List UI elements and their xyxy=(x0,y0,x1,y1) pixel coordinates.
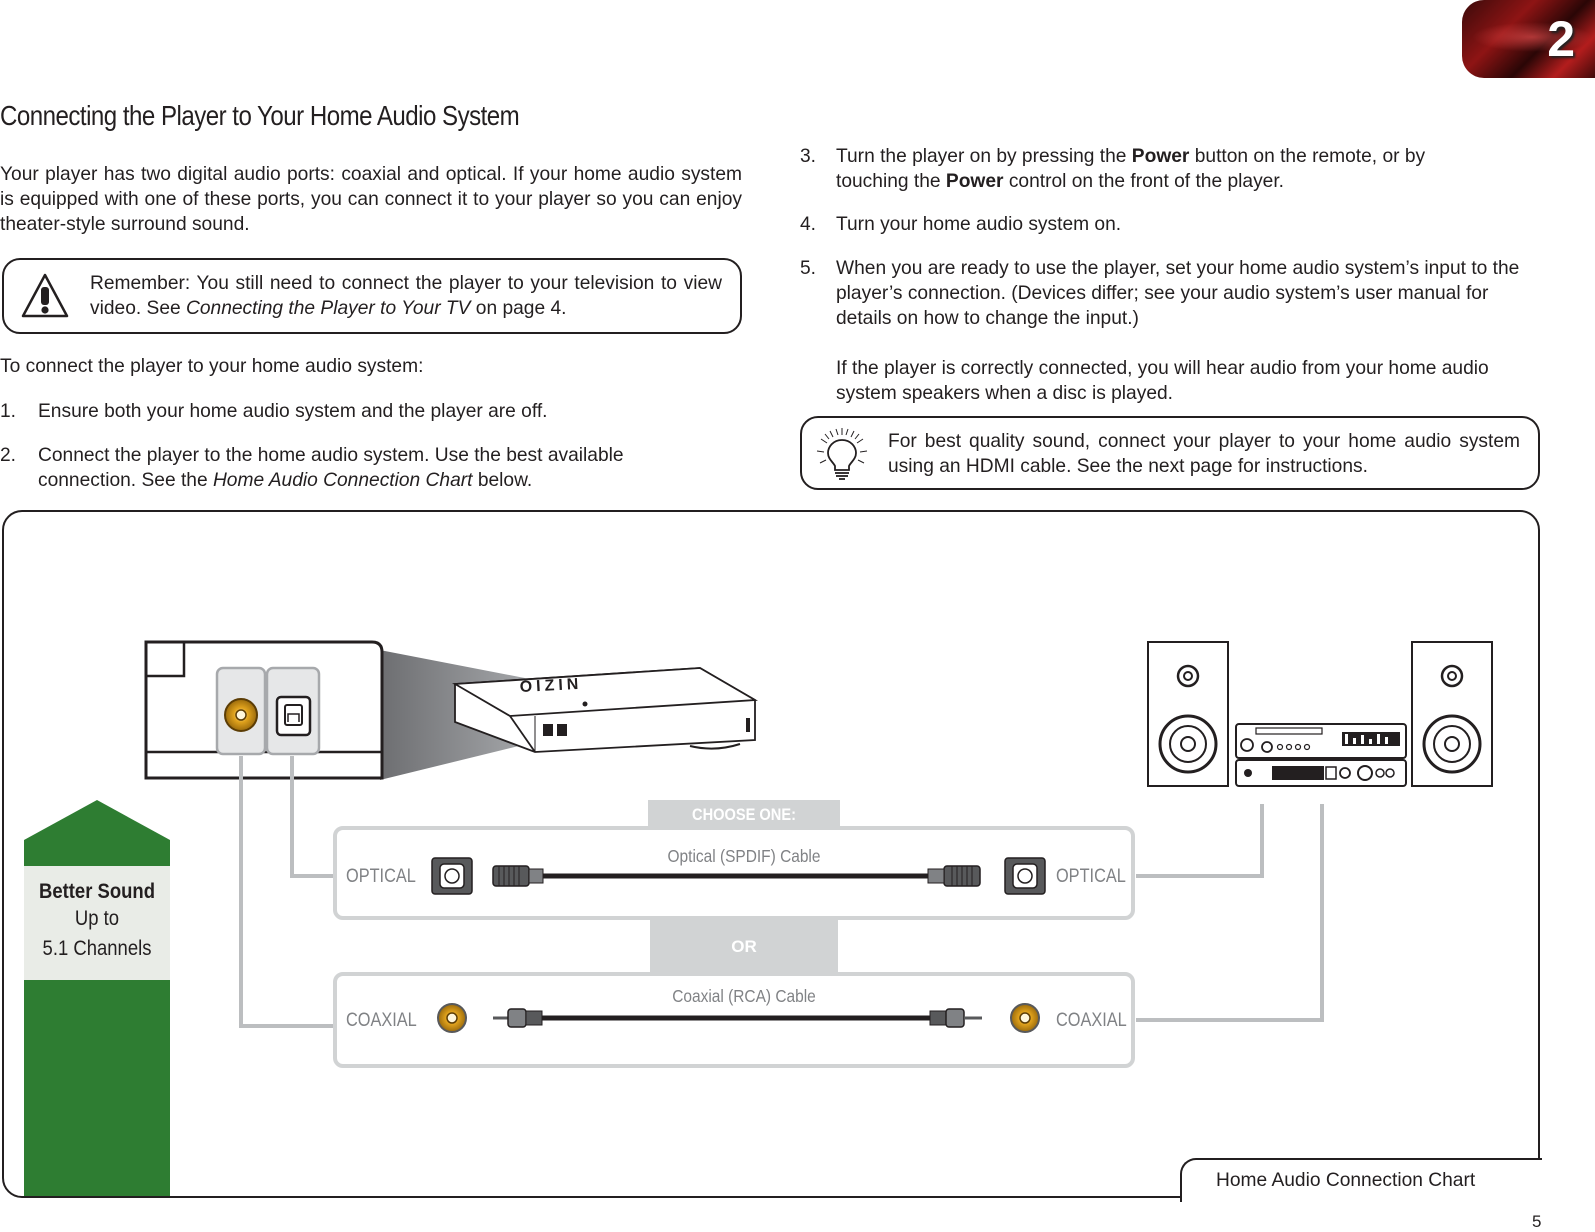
step-number: 4. xyxy=(800,214,817,235)
remember-note-text: Remember: You still need to connect the … xyxy=(90,271,722,321)
remember-link-text: Connecting the Player to Your TV xyxy=(186,298,471,319)
step-2-emphasis: Home Audio Connection Chart xyxy=(212,470,473,491)
page-title: Connecting the Player to Your Home Audio… xyxy=(0,100,520,131)
step-5-followup: If the player is correctly connected, yo… xyxy=(836,358,1489,404)
remember-text-after: on page 4. xyxy=(470,298,567,319)
step-1: 1. Ensure both your home audio system an… xyxy=(0,399,742,424)
rating-line-3: 5.1 Channels xyxy=(42,937,152,960)
step-text: When you are ready to use the player, se… xyxy=(836,258,1520,329)
connection-chart-frame xyxy=(2,510,1540,1198)
step-3-text-a: Turn the player on by pressing the xyxy=(836,146,1132,167)
step-3-text-b: button on the remote, or by touching the xyxy=(836,146,1426,192)
step-5: 5. When you are ready to use the player,… xyxy=(800,256,1540,406)
chart-caption-tab: Home Audio Connection Chart xyxy=(1180,1158,1542,1202)
better-sound-rating: Better Sound Up to 5.1 Channels xyxy=(24,866,170,980)
steps-lead-in: To connect the player to your home audio… xyxy=(0,356,424,377)
step-3-bold-b: Power xyxy=(945,171,1004,192)
tip-note-text: For best quality sound, connect your pla… xyxy=(888,431,1520,477)
step-text: Turn your home audio system on. xyxy=(836,214,1122,235)
tip-note: For best quality sound, connect your pla… xyxy=(800,416,1540,490)
step-3: 3. Turn the player on by pressing the Po… xyxy=(800,144,1540,194)
step-text: Ensure both your home audio system and t… xyxy=(38,401,548,422)
step-number: 3. xyxy=(800,146,817,167)
step-3-bold-a: Power xyxy=(1131,146,1190,167)
step-text: Turn the player on by pressing the Power… xyxy=(836,144,1496,194)
step-text: Connect the player to the home audio sys… xyxy=(38,443,698,493)
step-2: 2. Connect the player to the home audio … xyxy=(0,443,742,493)
remember-text-before: Remember: You still need to connect the … xyxy=(90,273,722,319)
page-number: 5 xyxy=(1532,1212,1542,1231)
warning-icon xyxy=(21,273,69,318)
step-number: 1. xyxy=(0,401,17,422)
chapter-tab-swoosh xyxy=(1472,22,1592,52)
intro-paragraph: Your player has two digital audio ports:… xyxy=(0,164,742,235)
remember-note: Remember: You still need to connect the … xyxy=(2,258,742,334)
step-number: 5. xyxy=(800,258,817,279)
step-2-text-after: below. xyxy=(472,470,533,491)
step-number: 2. xyxy=(0,445,17,466)
rating-line-2: Up to xyxy=(74,907,120,930)
chapter-tab: 2 xyxy=(1462,0,1595,78)
better-sound-arrow xyxy=(24,800,170,1196)
chapter-number: 2 xyxy=(1547,11,1575,67)
step-3-text-c: control on the front of the player. xyxy=(1003,171,1285,192)
chart-caption: Home Audio Connection Chart xyxy=(1216,1170,1476,1191)
step-4: 4. Turn your home audio system on. xyxy=(800,212,1540,237)
lightbulb-icon xyxy=(816,428,868,480)
step-2-text-before: Connect the player to the home audio sys… xyxy=(38,445,624,491)
rating-title: Better Sound xyxy=(38,880,156,903)
